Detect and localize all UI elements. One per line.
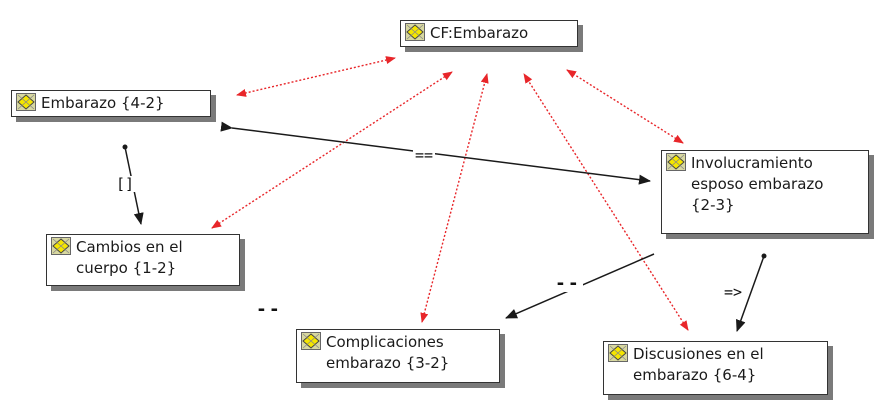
code-diamond-icon xyxy=(16,93,36,111)
edge-label-embarazo-cambios: [] xyxy=(114,175,137,193)
edge-cf-embarazo xyxy=(236,56,396,97)
node-cambios-cuerpo[interactable]: Cambios en el cuerpo {1-2} xyxy=(46,234,240,286)
code-diamond-icon xyxy=(405,23,425,41)
code-diamond-icon xyxy=(666,153,686,171)
edge-embarazo-involucramiento xyxy=(220,121,651,185)
node-cambios-cuerpo-label: Cambios en el cuerpo {1-2} xyxy=(76,238,183,277)
node-discusiones-embarazo[interactable]: Discusiones en el embarazo {6-4} xyxy=(603,341,828,395)
code-diamond-icon xyxy=(51,237,71,255)
code-diamond-icon xyxy=(608,344,628,362)
edge-cf-discusiones xyxy=(523,73,689,331)
edge-label-cambios-complicaciones: -- xyxy=(254,299,284,320)
edge-label-involucramiento-complicaciones: -- xyxy=(553,273,583,294)
code-diamond-icon xyxy=(301,332,321,350)
node-cf-embarazo-label: CF:Embarazo xyxy=(430,24,529,42)
node-involucramiento-esposo[interactable]: Involucramiento esposo embarazo {2-3} xyxy=(661,150,869,234)
edge-cf-complicaciones xyxy=(420,73,489,323)
node-complicaciones-embarazo[interactable]: Complicaciones embarazo {3-2} xyxy=(296,329,500,383)
edge-label-involucramiento-discusiones: => xyxy=(722,283,745,301)
node-involucramiento-esposo-label: Involucramiento esposo embarazo {2-3} xyxy=(691,154,824,214)
node-cf-embarazo[interactable]: CF:Embarazo xyxy=(400,20,578,47)
node-discusiones-embarazo-label: Discusiones en el embarazo {6-4} xyxy=(633,345,764,384)
edge-label-embarazo-involucramiento: == xyxy=(413,146,436,164)
node-complicaciones-embarazo-label: Complicaciones embarazo {3-2} xyxy=(326,333,450,372)
node-embarazo-label: Embarazo {4-2} xyxy=(41,94,165,112)
edge-involucramiento-discusiones xyxy=(736,253,767,332)
node-embarazo[interactable]: Embarazo {4-2} xyxy=(11,90,211,117)
edge-cf-involucramiento xyxy=(566,69,684,144)
